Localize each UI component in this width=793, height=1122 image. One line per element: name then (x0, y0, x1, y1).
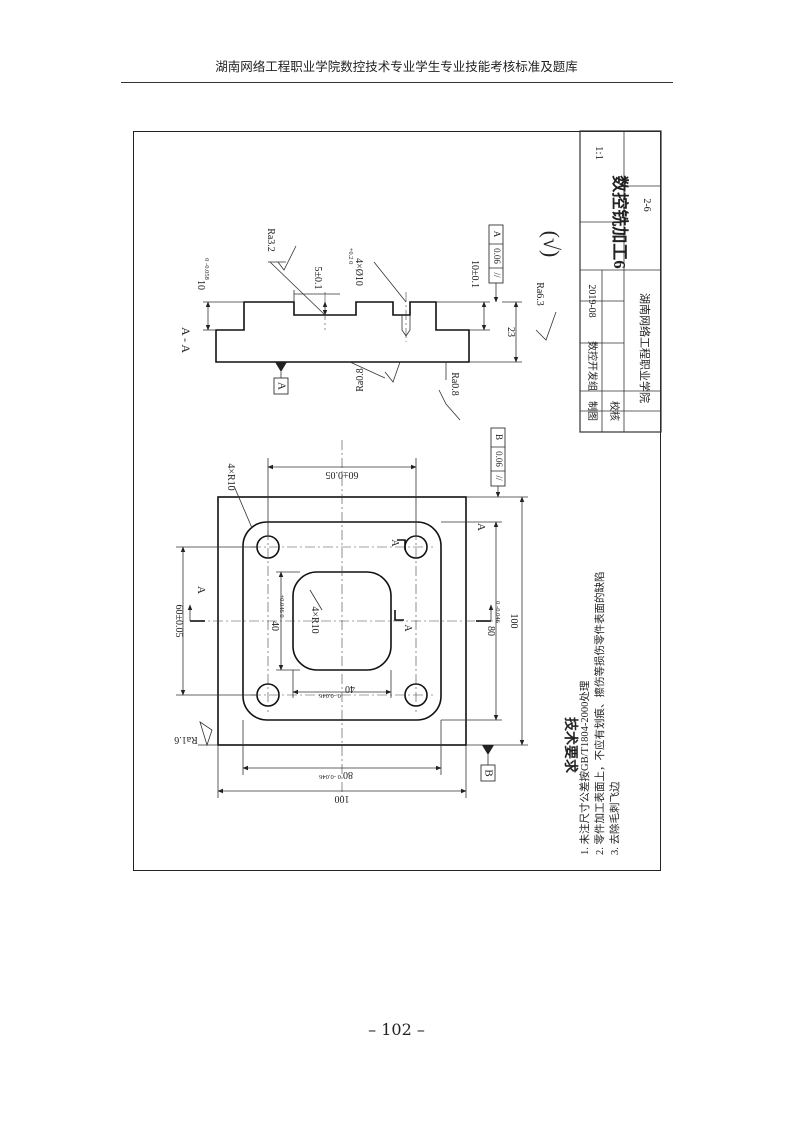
dim-pocket-width: 40 (345, 683, 355, 694)
dim-pocket-width-tol: 0 -0.046 (318, 692, 340, 699)
drawing-title: 数控铣加工6 (610, 175, 630, 269)
dim-outer-width: 100 (335, 793, 350, 804)
dim-outer-height: 100 (508, 614, 519, 629)
general-roughness-mark: (√) (539, 231, 564, 258)
checked-label: 校核 (608, 401, 621, 421)
drawn-label: 制图 (586, 401, 599, 421)
parallel-tol-a-datum: A (492, 231, 502, 238)
dim-hole-spec: 4×Ø10 (353, 258, 364, 286)
dim-total-height: 23 (505, 327, 516, 337)
dim-top-step: 10 (195, 280, 206, 290)
tech-requirement-2: 2. 零件加工表面上，不应有划痕、擦伤等损伤零件表面的缺陷 (593, 572, 606, 856)
running-header: 湖南网络工程职业学院数控技术专业学生专业技能考核标准及题库 (215, 59, 578, 74)
section-mark-inner-top: A (389, 539, 400, 547)
section-view: A - A A 10 0 -0.058 5±0.1 Ra3.2 4×Ø10 +0… (179, 224, 564, 421)
drawn-by: 数控开发组 (586, 341, 599, 391)
ra-bottom: Ra0.8 (355, 368, 366, 392)
section-label: A - A (179, 327, 193, 353)
datum-a-label: A (275, 382, 287, 390)
section-mark-right: A (475, 523, 487, 531)
tech-requirements: 技术要求 1. 未注尺寸公差按GB/T1804-2000处理 2. 零件加工表面… (562, 572, 621, 856)
parallel-tol-b-value: 0.06 (494, 451, 504, 467)
parallel-tol-b-symbol: // (494, 475, 504, 481)
dim-hole-tol: +0.2 0 (347, 248, 354, 265)
ra-pocket-wall: Ra3.2 (265, 228, 276, 252)
dim-pocket-height-tol: +0.046 0 (278, 594, 285, 617)
ra-top-face: Ra1.6 (174, 734, 198, 745)
ra-general: Ra6.3 (534, 282, 545, 306)
parallel-tol-b-datum: B (494, 434, 504, 440)
section-body (215, 301, 470, 363)
parallel-tol-a-value: 0.06 (492, 248, 502, 264)
datum-b-box (480, 764, 496, 782)
section-mark-inner-mid: A (402, 624, 413, 632)
datum-a-box (273, 377, 289, 395)
dim-boss-width: 80 (343, 769, 353, 780)
datum-b-triangle (482, 745, 494, 755)
tech-requirement-3: 3. 去除毛刺飞边 (608, 781, 621, 855)
drawing-frame (133, 131, 661, 871)
dim-left-span: 60±0.05 (173, 605, 184, 638)
tech-requirements-title: 技术要求 (562, 717, 579, 774)
datum-a-triangle (275, 362, 287, 372)
parallel-tol-a-symbol: // (492, 272, 502, 278)
dim-top-span: 60±0.05 (326, 469, 359, 480)
header-rule (121, 82, 673, 83)
scale-value: 1:1 (593, 146, 605, 160)
drawing-date: 2019-08 (586, 284, 597, 317)
title-block: 1:1 数控铣加工6 2-6 制图 数控开发组 2019-08 校核 湖南网络工… (579, 130, 662, 433)
ra-side: Ra0.8 (449, 372, 460, 396)
dim-boss-width-tol: 0 -0.046 (318, 773, 340, 780)
dim-pocket-depth: 5±0.1 (312, 267, 323, 290)
dim-top-step-tol: 0 -0.058 (203, 258, 210, 280)
page-number: – 102 – (368, 1020, 425, 1039)
dim-boss-height-tol: 0 -0.046 (494, 601, 501, 623)
dim-corner-radius: 4×R10 (225, 463, 236, 490)
plan-view: A A A A 60±0.05 4×R10 60±0.05 40 +0.046 … (173, 427, 528, 804)
institution-name: 湖南网络工程职业学院 (638, 293, 652, 403)
dim-boss-height: 10±0.1 (469, 260, 480, 288)
dim-pocket-radius: 4×R10 (309, 606, 320, 633)
dim-pocket-height: 40 (269, 621, 280, 631)
datum-b-label: B (482, 769, 494, 776)
drawing-number: 2-6 (641, 198, 652, 211)
tech-requirement-1: 1. 未注尺寸公差按GB/T1804-2000处理 (578, 680, 591, 855)
dim-boss-height: 80 (485, 626, 496, 636)
section-mark-left: A (195, 586, 207, 594)
